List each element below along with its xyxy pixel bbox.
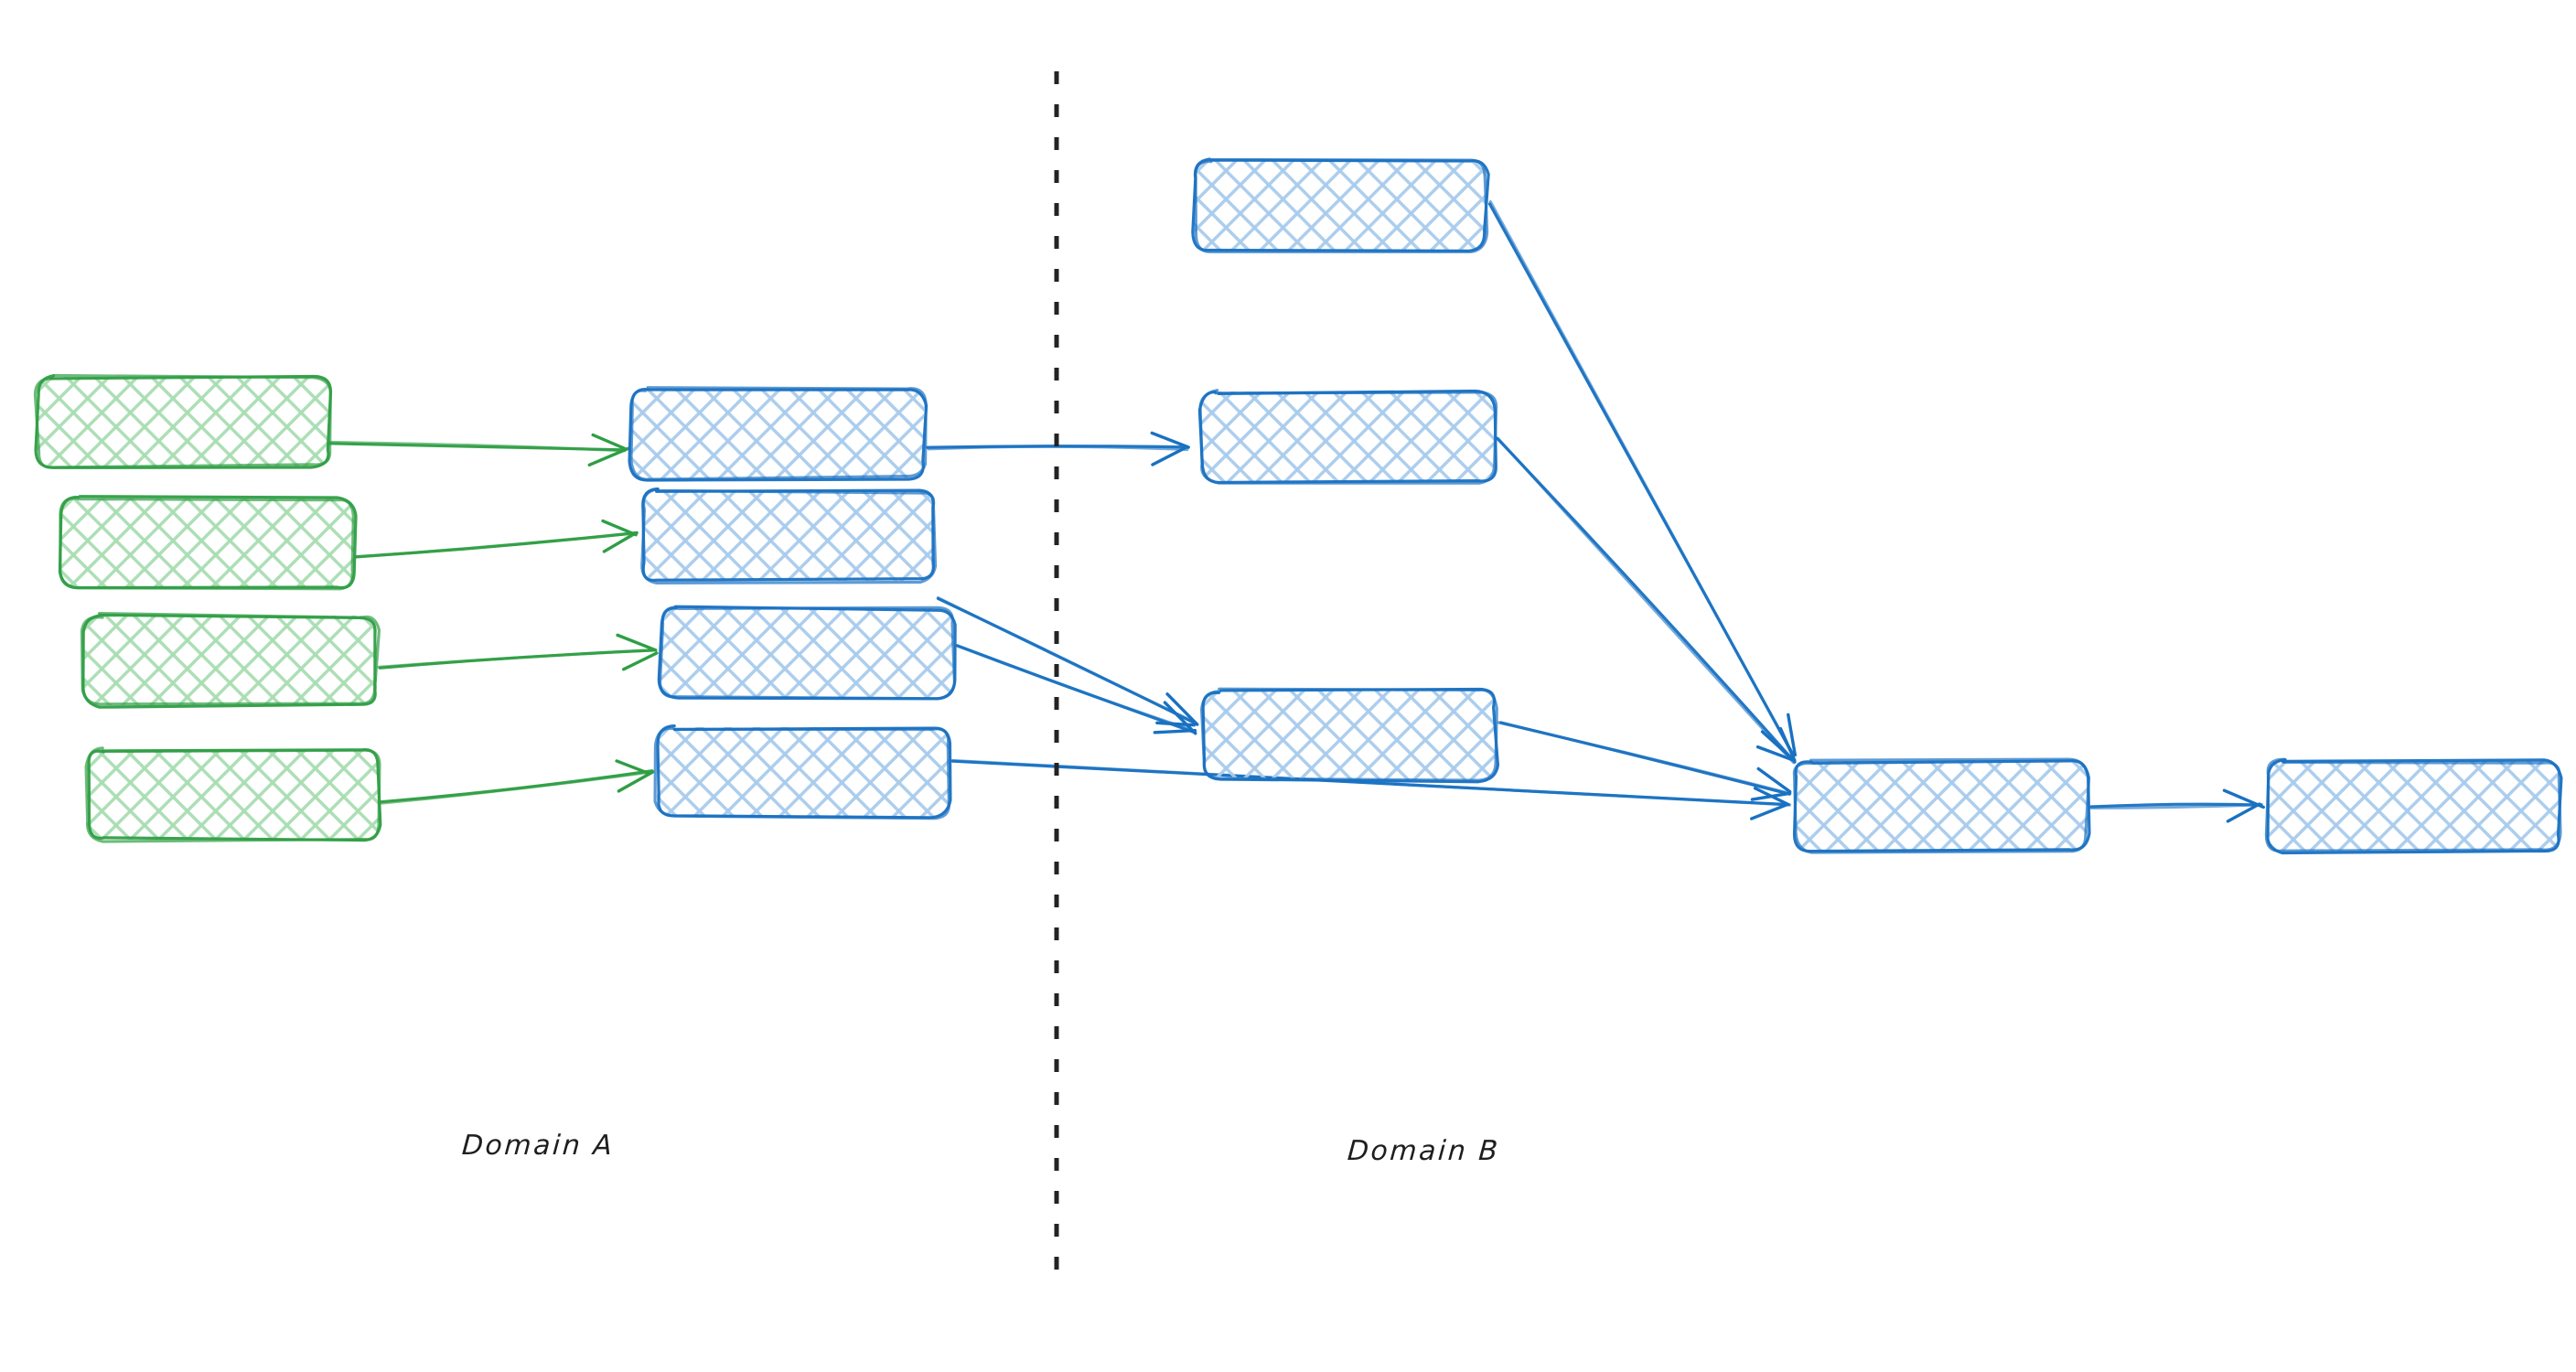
edge-a-proc-2-to-b-3 (936, 595, 1199, 727)
edge-b-2-to-b-merge (1496, 436, 1797, 765)
node-b-2[interactable] (1197, 389, 1498, 485)
arrow-head (1755, 726, 1797, 763)
node-outline (2264, 757, 2562, 852)
node-outline (629, 386, 928, 481)
edge-line (2089, 802, 2263, 809)
domain-a-label: Domain A (460, 1130, 616, 1162)
node-a-proc-2[interactable] (640, 487, 938, 585)
node-outline (59, 497, 355, 591)
domain-b-label: Domain B (1346, 1135, 1501, 1167)
edge-line (380, 769, 654, 804)
arrow-head (2222, 788, 2265, 823)
edge-b-3-to-b-merge (1497, 721, 1792, 801)
edge-line (927, 445, 1189, 452)
edge-a-in-2-to-a-proc-2 (354, 519, 639, 559)
node-outline (1198, 389, 1498, 485)
arrow-head (587, 433, 630, 467)
node-fill (1194, 160, 1487, 250)
node-outline (84, 746, 381, 843)
arrow-head (1153, 701, 1197, 735)
arrow-head (601, 519, 639, 553)
edge-line (326, 440, 627, 453)
edge-line (379, 770, 653, 805)
node-outline (33, 373, 332, 469)
edge-line (377, 648, 657, 669)
node-a-proc-4[interactable] (653, 724, 952, 820)
node-b-merge[interactable] (1792, 757, 2091, 854)
edge-line (354, 531, 638, 559)
node-outline (653, 726, 950, 820)
node-outline (640, 487, 938, 585)
node-outline (1792, 757, 2091, 854)
arrow-head (1750, 766, 1792, 801)
edge-line (1488, 199, 1796, 758)
node-fill (1203, 691, 1496, 780)
node-b-3[interactable] (1199, 687, 1500, 784)
node-a-in-1[interactable] (33, 373, 333, 469)
node-fill (87, 750, 380, 840)
node-a-proc-3[interactable] (657, 605, 957, 701)
node-fill (642, 491, 935, 581)
edge-line (955, 644, 1197, 734)
edge-a-in-3-to-a-proc-3 (377, 633, 659, 671)
node-outline (80, 611, 381, 706)
node-outline (1199, 687, 1498, 782)
arrow-head (1150, 431, 1190, 466)
node-fill (1795, 761, 2088, 851)
node-a-in-3[interactable] (80, 611, 381, 709)
edge-a-in-4-to-a-proc-4 (379, 759, 655, 805)
node-fill (631, 389, 924, 478)
node-fill (660, 608, 953, 698)
node-fill (61, 498, 354, 588)
node-b-output[interactable] (2264, 757, 2563, 855)
node-b-1[interactable] (1191, 157, 1490, 253)
node-fill (1201, 391, 1494, 481)
node-a-in-4[interactable] (84, 746, 382, 843)
arrow-head (616, 633, 659, 671)
node-fill (37, 377, 329, 466)
node-outline (659, 606, 957, 701)
edge-line (1497, 436, 1796, 765)
node-a-proc-1[interactable] (628, 386, 928, 482)
node-layer (33, 157, 2563, 855)
node-outline (1194, 157, 1489, 253)
node-a-in-2[interactable] (58, 495, 358, 591)
arrow-head (615, 759, 655, 793)
edge-line (950, 758, 1792, 807)
node-fill (2267, 761, 2560, 851)
node-fill (657, 727, 950, 817)
edge-b-merge-to-b-output (2089, 788, 2265, 823)
edge-a-proc-3-to-b-3 (955, 644, 1197, 735)
edge-layer (326, 199, 2265, 823)
edge-a-in-1-to-a-proc-1 (326, 433, 630, 467)
node-fill (84, 616, 377, 705)
edge-line (936, 595, 1197, 724)
edge-line (1497, 721, 1792, 795)
